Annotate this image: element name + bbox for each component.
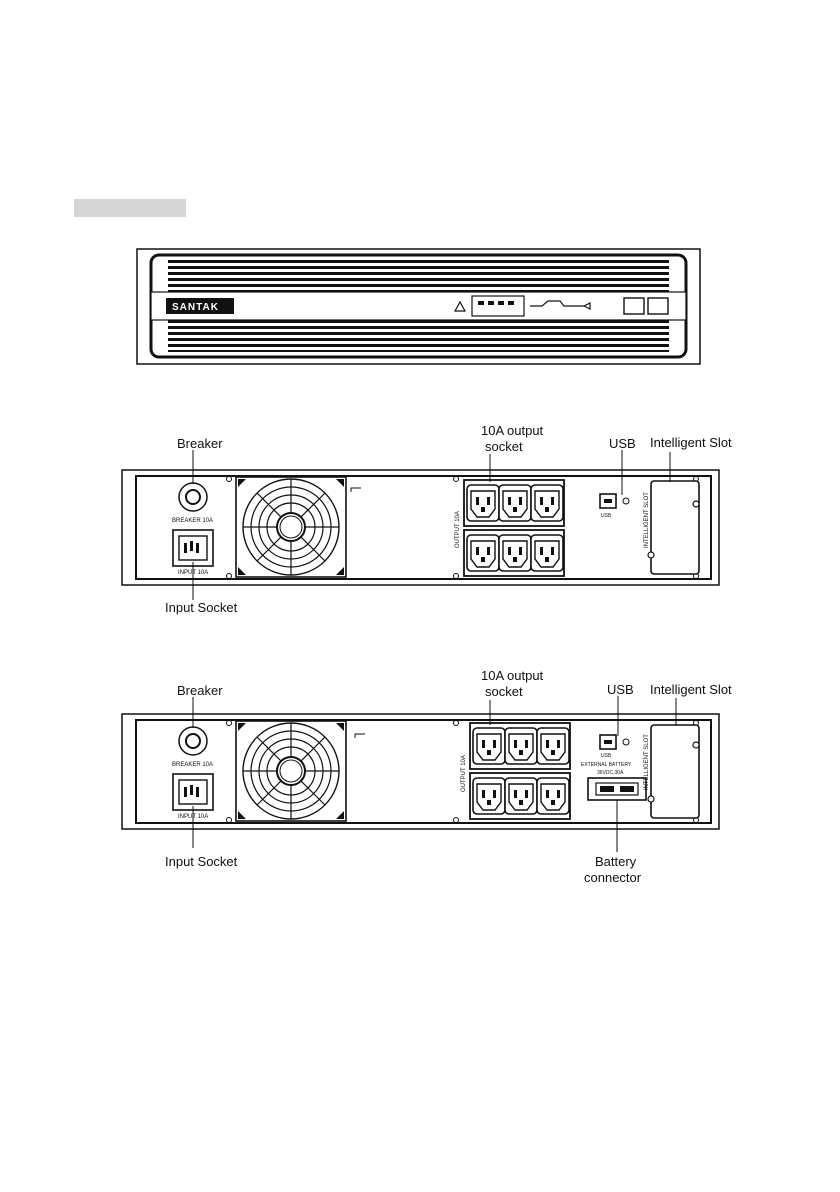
usb-panel-label: USB (601, 513, 612, 519)
breaker-panel-label: BREAKER 10A (172, 762, 213, 768)
callout-input-socket: Input Socket (165, 600, 238, 615)
callout-breaker: Breaker (177, 436, 223, 451)
callout-output-line2: socket (485, 684, 523, 699)
cooling-fan (236, 477, 346, 577)
slot-panel-label: INTELLIGENT SLOT (644, 492, 650, 548)
brand-text: SANTAK (172, 302, 219, 313)
cooling-fan (236, 721, 346, 821)
rear-panel-2: BREAKER 10A INPUT 10A OUTPUT 10A USB EXT… (122, 714, 719, 829)
callout-battery-line1: Battery (595, 854, 637, 869)
callout-output-line2: socket (485, 439, 523, 454)
lcd-panel (472, 296, 524, 316)
callout-intelligent-slot: Intelligent Slot (650, 682, 732, 697)
function-button[interactable] (648, 298, 668, 314)
output-panel-label: OUTPUT 10A (455, 511, 461, 548)
front-panel: SANTAK (137, 249, 700, 364)
callout-usb: USB (607, 682, 634, 697)
intelligent-slot[interactable] (651, 481, 699, 574)
output-panel-label: OUTPUT 10A (461, 755, 467, 792)
breaker-panel-label: BREAKER 10A (172, 518, 213, 524)
callout-battery-line2: connector (584, 870, 642, 885)
callout-intelligent-slot: Intelligent Slot (650, 435, 732, 450)
rear-panel-1: BREAKER 10A INPUT 10A OUTPUT 10A USB INT… (122, 470, 719, 585)
usb-panel-label: USB (601, 753, 612, 759)
ext-battery-label-line1: EXTERNAL BATTERY (581, 762, 632, 768)
callout-input-socket: Input Socket (165, 854, 238, 869)
callout-usb: USB (609, 436, 636, 451)
intelligent-slot[interactable] (651, 725, 699, 818)
slot-panel-label: INTELLIGENT SLOT (644, 734, 650, 790)
power-button[interactable] (624, 298, 644, 314)
callout-output-line1: 10A output (481, 423, 544, 438)
callout-output-line1: 10A output (481, 668, 544, 683)
ext-battery-label-line2: 36VDC,30A (597, 770, 624, 776)
callout-breaker: Breaker (177, 683, 223, 698)
